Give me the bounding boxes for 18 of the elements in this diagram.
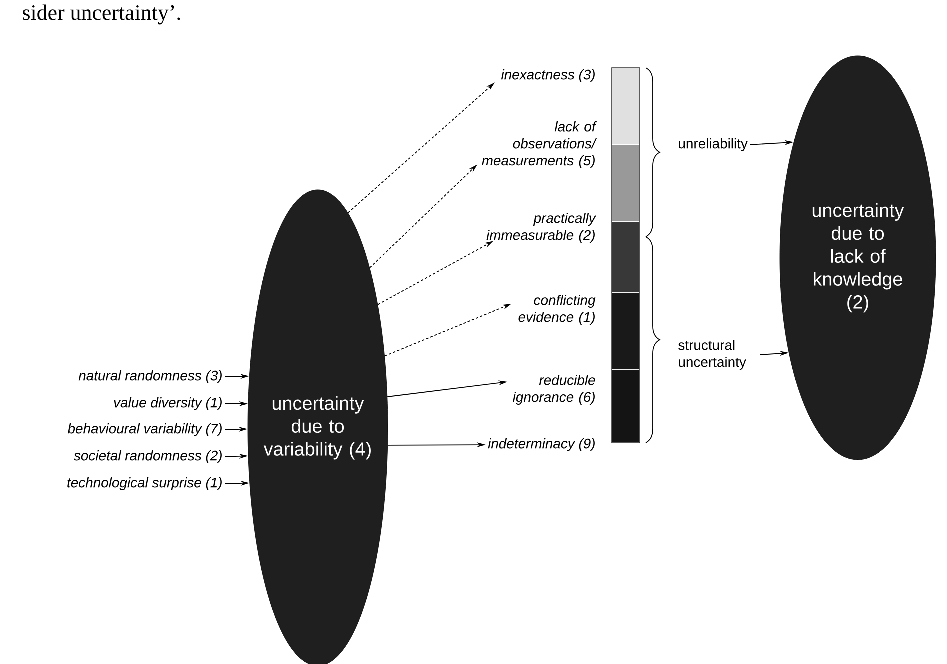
text-label: conflicting evidence (1) [518,295,596,325]
text-label: societal randomness (2) [74,450,222,464]
ellipse [248,190,388,664]
ellipse-label: uncertainty due to lack of knowledge (2) [812,203,904,313]
text-label: natural randomness (3) [78,370,222,384]
text-label: unreliability [679,138,748,152]
text-label: value diversity (1) [114,397,222,410]
ellipse-label: uncertainty due to variability (4) [264,396,371,460]
text-label: indeterminacy (9) [488,438,595,452]
ellipse [780,56,936,460]
text-label: lack of observations/ measurements (5) [482,122,597,168]
text-label: practically immeasurable (2) [486,213,596,243]
text-label: structural uncertainty [678,340,746,370]
text-label: reducible ignorance (6) [513,375,596,405]
text-label: inexactness (3) [501,70,595,82]
text-label: behavioural variability (7) [68,423,222,436]
text-label: technological surprise (1) [68,477,222,490]
running-text: sider uncertainty’. [23,4,180,25]
